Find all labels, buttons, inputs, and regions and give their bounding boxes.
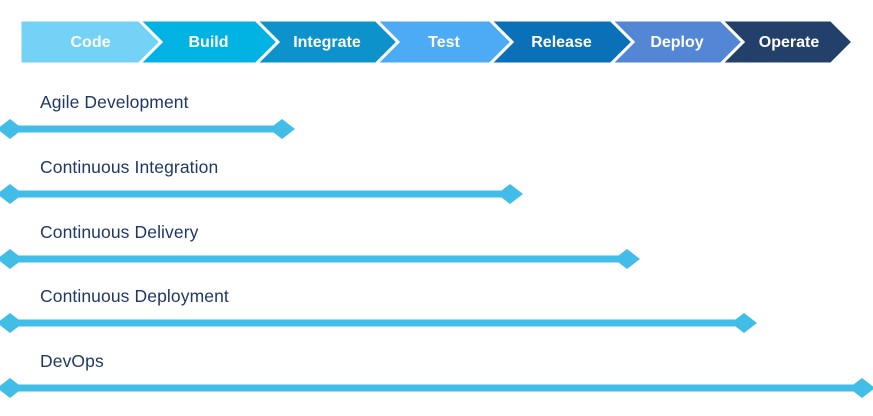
- practice-arrow[interactable]: [0, 116, 296, 142]
- arrow-end-marker: [849, 378, 873, 398]
- pipeline-stage-integrate[interactable]: [253, 20, 401, 64]
- arrow-line: [10, 255, 627, 263]
- pipeline-stage-label-operate: Operate: [759, 34, 820, 51]
- practice-row: Continuous Deployment: [0, 286, 873, 344]
- practice-arrow-svg: [0, 313, 757, 333]
- arrow-start-marker: [0, 184, 23, 204]
- practice-arrow-svg: [0, 184, 523, 204]
- practice-arrow[interactable]: [0, 246, 641, 272]
- practice-row: Continuous Integration: [0, 157, 873, 215]
- pipeline-stage-operate[interactable]: [718, 20, 853, 64]
- pipeline-stage-label-integrate: Integrate: [293, 34, 361, 51]
- arrow-end-marker: [269, 119, 295, 139]
- arrow-end-marker: [497, 184, 523, 204]
- pipeline-stage-bar: Code Build Integrate Test Release Deploy Opera…: [20, 20, 853, 64]
- arrow-line: [10, 190, 510, 198]
- practice-label: Continuous Delivery: [40, 222, 199, 242]
- practice-label: Continuous Deployment: [40, 286, 229, 306]
- practice-arrow[interactable]: [0, 310, 758, 336]
- pipeline-stage-release[interactable]: [487, 20, 636, 64]
- pipeline-stage-label-build: Build: [189, 34, 229, 51]
- pipeline-stage-label-code: Code: [71, 34, 111, 51]
- practice-row: Continuous Delivery: [0, 222, 873, 280]
- arrow-start-marker: [0, 378, 23, 398]
- pipeline-stage-deploy[interactable]: [608, 20, 746, 64]
- arrow-end-marker: [614, 249, 640, 269]
- pipeline-stage-build[interactable]: [136, 20, 281, 64]
- pipeline-stage-test[interactable]: [373, 20, 515, 64]
- arrow-line: [10, 125, 282, 133]
- arrow-line: [10, 384, 862, 392]
- practice-arrow-svg: [0, 249, 640, 269]
- practice-arrow-svg: [0, 119, 295, 139]
- arrow-start-marker: [0, 249, 23, 269]
- pipeline-stage-label-release: Release: [531, 34, 592, 51]
- practice-row: DevOps: [0, 351, 873, 409]
- practice-arrow[interactable]: [0, 181, 524, 207]
- arrow-start-marker: [0, 119, 23, 139]
- pipeline-stages-svg: Code Build Integrate Test Release Deploy Opera…: [20, 20, 853, 64]
- arrow-end-marker: [731, 313, 757, 333]
- practice-label: Continuous Integration: [40, 157, 219, 177]
- arrow-start-marker: [0, 313, 23, 333]
- practice-arrow[interactable]: [0, 375, 873, 401]
- pipeline-stage-label-test: Test: [428, 34, 460, 51]
- practice-label: Agile Development: [40, 92, 189, 112]
- arrow-line: [10, 319, 744, 327]
- pipeline-stage-label-deploy: Deploy: [650, 34, 703, 51]
- practice-arrow-svg: [0, 378, 873, 398]
- practice-label: DevOps: [40, 351, 104, 371]
- practice-row: Agile Development: [0, 92, 873, 150]
